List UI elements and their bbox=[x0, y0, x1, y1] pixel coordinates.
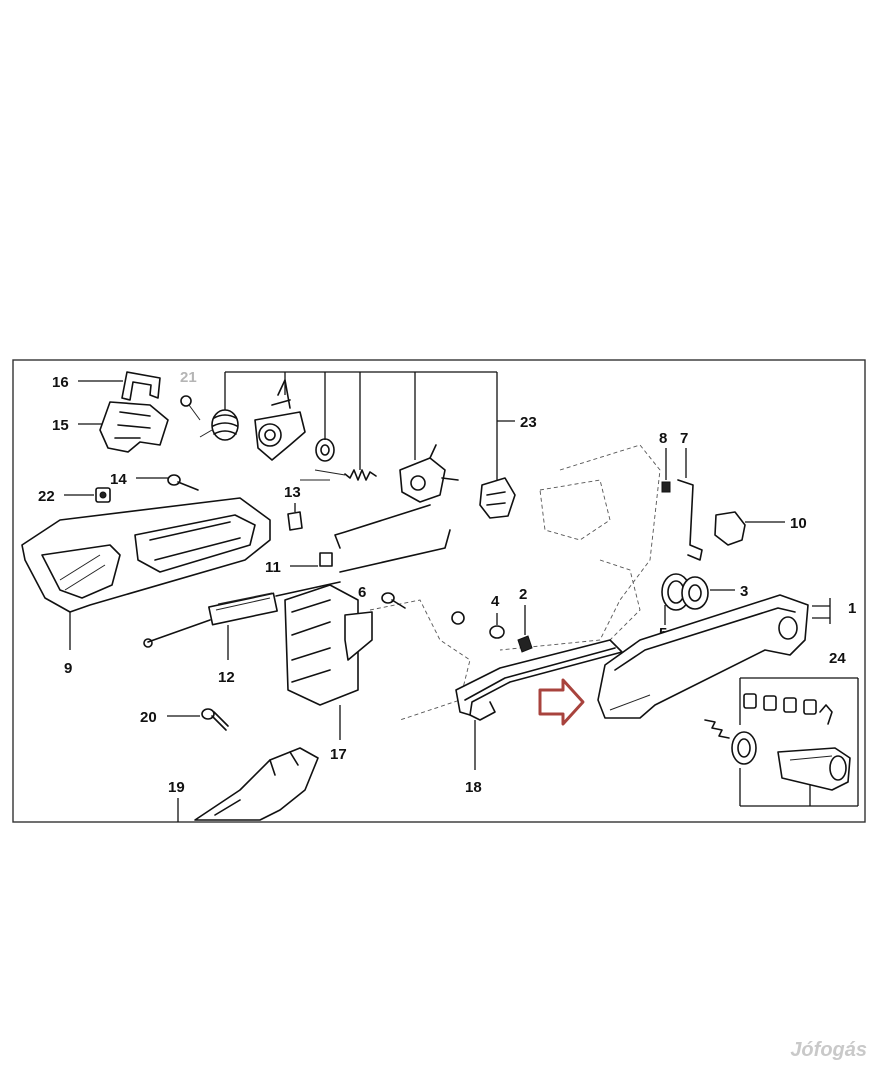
label-20: 20 bbox=[140, 709, 157, 726]
part-9-interior-handle: 9 bbox=[21, 497, 271, 677]
part-18-carrier: 18 bbox=[455, 639, 623, 796]
part-10-clip: 10 bbox=[714, 511, 807, 546]
part-23-cam bbox=[479, 477, 516, 519]
part-15-bracket: 15 bbox=[52, 401, 169, 453]
label-14: 14 bbox=[110, 471, 127, 488]
label-10: 10 bbox=[790, 515, 807, 532]
part-21-nut: 21 bbox=[180, 369, 201, 421]
part-3-cover: 3 bbox=[681, 576, 748, 610]
part-12-cable: 12 bbox=[143, 581, 341, 686]
mounting-washer bbox=[451, 611, 465, 625]
part-13-clip: 13 bbox=[284, 484, 303, 531]
label-16: 16 bbox=[52, 374, 69, 391]
label-1: 1 bbox=[848, 600, 856, 617]
part-23-latch-mechanism bbox=[399, 444, 459, 503]
part-23-rod-spring bbox=[314, 469, 377, 481]
label-12: 12 bbox=[218, 669, 235, 686]
label-22: 22 bbox=[38, 488, 55, 505]
part-24-lock-kit: 24 bbox=[704, 650, 859, 807]
part-14-screw: 14 bbox=[110, 471, 199, 491]
label-23: 23 bbox=[520, 414, 537, 431]
cable-rod bbox=[339, 529, 451, 573]
label-6: 6 bbox=[358, 584, 366, 601]
part-2-bolt: 2 bbox=[517, 586, 533, 653]
part-19-bracket: 19 bbox=[168, 747, 319, 822]
watermark-logo: Jófogás bbox=[790, 1039, 867, 1061]
part-22-clip: 22 bbox=[38, 487, 111, 505]
label-24: 24 bbox=[829, 650, 846, 667]
label-4: 4 bbox=[491, 593, 500, 610]
door-outline-ghost bbox=[369, 444, 661, 721]
part-16-clip: 16 bbox=[52, 371, 161, 401]
part-11-clip: 11 bbox=[265, 552, 333, 576]
label-19: 19 bbox=[168, 779, 185, 796]
linkage-rod bbox=[334, 504, 431, 549]
part-8-pin: 8 bbox=[659, 430, 671, 493]
part-23-lever-plate bbox=[254, 379, 306, 461]
part-17-lock: 17 bbox=[284, 584, 373, 763]
highlight-arrow bbox=[538, 678, 585, 726]
part-23-washer bbox=[315, 438, 335, 462]
part-1-exterior-handle: 1 bbox=[597, 594, 856, 719]
label-7: 7 bbox=[680, 430, 688, 447]
label-9: 9 bbox=[64, 660, 72, 677]
part-20-screw: 20 bbox=[140, 708, 229, 731]
label-18: 18 bbox=[465, 779, 482, 796]
part-7-rod: 7 bbox=[677, 430, 703, 561]
label-17: 17 bbox=[330, 746, 347, 763]
label-2: 2 bbox=[519, 586, 527, 603]
label-3: 3 bbox=[740, 583, 748, 600]
label-13: 13 bbox=[284, 484, 301, 501]
label-8: 8 bbox=[659, 430, 667, 447]
part-6-screw: 6 bbox=[358, 584, 406, 609]
part-23-group-leader: 23 bbox=[224, 371, 537, 480]
label-11: 11 bbox=[265, 559, 281, 576]
label-21: 21 bbox=[180, 369, 197, 386]
part-4-washer: 4 bbox=[489, 593, 505, 639]
part-23-spring bbox=[199, 409, 239, 441]
diagram-frame bbox=[12, 359, 866, 823]
label-15: 15 bbox=[52, 417, 69, 434]
